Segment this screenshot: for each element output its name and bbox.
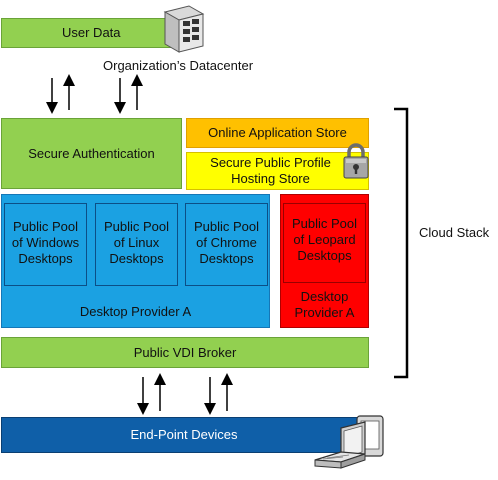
pool-chrome-box: Public Pool of Chrome Desktops <box>185 203 268 286</box>
pool-line: of Windows <box>11 235 80 250</box>
desktop-provider-a-label: Desktop Provider A <box>79 304 192 319</box>
pool-windows-box: Public Pool of Windows Desktops <box>4 203 87 286</box>
laptop-icon <box>314 415 384 469</box>
profile-store-line1: Secure Public Profile <box>210 155 331 170</box>
online-application-store-box: Online Application Store <box>186 118 369 148</box>
user-data-label: User Data <box>62 25 121 40</box>
pool-line: Public Pool <box>103 219 170 234</box>
pool-line: Desktops <box>109 251 164 266</box>
user-data-box: User Data <box>1 18 188 48</box>
secure-authentication-label: Secure Authentication <box>28 145 155 161</box>
pool-line: Public Pool <box>12 219 79 234</box>
pool-line: Public Pool <box>193 219 260 234</box>
vdi-broker-label: Public VDI Broker <box>133 344 237 360</box>
endpoint-devices-label: End-Point Devices <box>130 427 238 442</box>
vdi-broker-box: Public VDI Broker <box>1 337 369 368</box>
padlock-icon <box>343 143 369 179</box>
cloud-stack-label: Cloud Stack <box>419 225 490 240</box>
pool-line: of Chrome <box>196 235 257 250</box>
pool-line: Desktops <box>199 251 254 266</box>
secure-authentication-box: Secure Authentication <box>1 118 182 189</box>
pool-line: Desktops <box>18 251 73 266</box>
online-application-store-label: Online Application Store <box>208 125 347 140</box>
profile-store-line2: Hosting Store <box>231 171 310 186</box>
endpoint-devices-box: End-Point Devices <box>1 417 367 453</box>
pool-line: Public Pool <box>291 216 358 231</box>
red-provider-label-box: Desktop Provider A <box>281 284 368 326</box>
pool-linux-box: Public Pool of Linux Desktops <box>95 203 178 286</box>
pool-line: of Leopard <box>293 232 356 247</box>
red-provider-line2: Provider A <box>294 305 355 320</box>
pool-leopard-box: Public Pool of Leopard Desktops <box>283 203 366 283</box>
pool-line: of Linux <box>113 235 160 250</box>
red-provider-line1: Desktop <box>300 289 349 304</box>
pool-line: Desktops <box>297 248 352 263</box>
profile-hosting-store-box: Secure Public Profile Hosting Store <box>186 152 369 190</box>
datacenter-label: Organization’s Datacenter <box>103 58 254 73</box>
server-icon <box>163 5 205 53</box>
